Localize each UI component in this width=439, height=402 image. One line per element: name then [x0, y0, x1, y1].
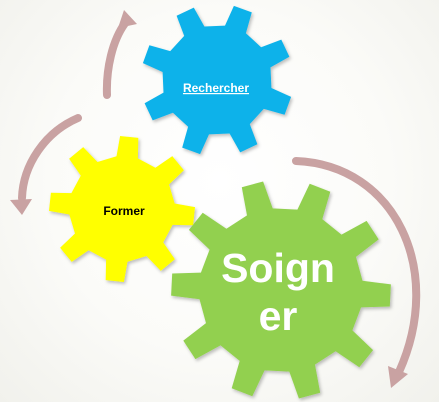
former-gear [49, 136, 195, 282]
arrowhead-rechercher [118, 10, 137, 28]
soigner-gear [171, 181, 391, 399]
arrow-soigner-cycle [292, 157, 421, 376]
arrow-former-to-rechercher [102, 18, 130, 99]
rechercher-gear [142, 5, 292, 155]
soigner-label-line2: er [259, 293, 298, 339]
arrowhead-former [10, 199, 32, 215]
arrow-rechercher-to-former [18, 114, 82, 202]
rechercher-label[interactable]: Rechercher [183, 81, 249, 95]
former-label: Former [103, 204, 145, 218]
arrowhead-soigner [388, 366, 408, 388]
soigner-label-line1: Soign [221, 245, 335, 291]
